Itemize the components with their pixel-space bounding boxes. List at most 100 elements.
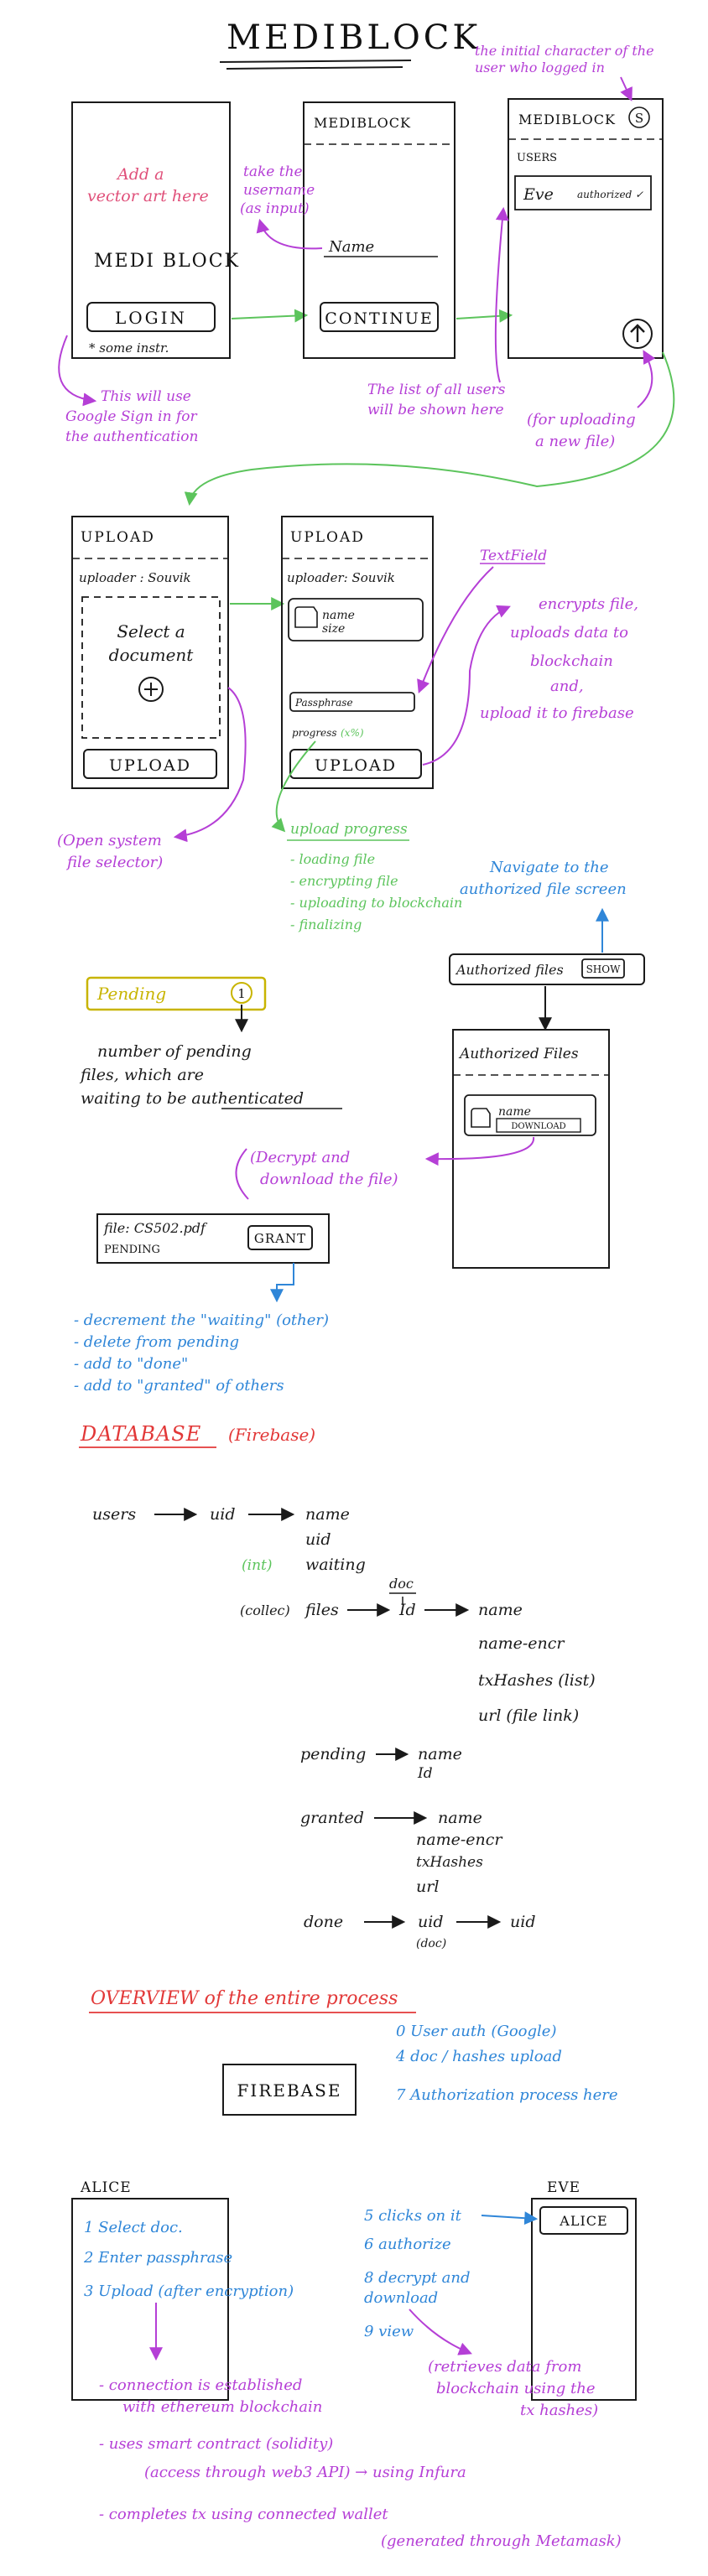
svg-text:name-encr: name-encr bbox=[478, 1634, 565, 1653]
file-selector-note: file selector) bbox=[65, 854, 163, 871]
firebase-step: 0 User auth (Google) bbox=[396, 2023, 556, 2040]
database-heading: DATABASE bbox=[80, 1422, 201, 1446]
users-screen: MEDIBLOCK S USERS Eve authorized ✓ bbox=[508, 98, 664, 359]
name-field-label: Name bbox=[328, 238, 374, 256]
progress-step: - uploading to blockchain bbox=[290, 895, 462, 911]
svg-text:UPLOAD: UPLOAD bbox=[81, 529, 155, 546]
alice-step: 3 Upload (after encryption) bbox=[84, 2283, 294, 2300]
pending-note: number of pending bbox=[97, 1042, 252, 1061]
vector-art-note: Add a bbox=[116, 165, 164, 184]
svg-text:uid: uid bbox=[418, 1913, 443, 1931]
retrieve-note: blockchain using the bbox=[436, 2380, 595, 2397]
avatar-note: the initial character of the bbox=[475, 43, 654, 59]
pending-file-card bbox=[96, 1213, 330, 1264]
database-schema: users uid name uid (int) waiting doc (co… bbox=[92, 1505, 596, 1950]
svg-text:1: 1 bbox=[237, 986, 246, 1001]
upload-button[interactable] bbox=[83, 749, 217, 779]
document-drop-zone[interactable] bbox=[81, 596, 221, 739]
login-screen: Add a vector art here MEDI BLOCK LOGIN *… bbox=[71, 101, 240, 359]
svg-text:authorized ✓: authorized ✓ bbox=[577, 189, 643, 200]
navigate-note: authorized file screen bbox=[460, 880, 627, 898]
upload-action-note: blockchain bbox=[530, 652, 613, 670]
fab-note: (for uploading bbox=[527, 411, 636, 428]
svg-text:name: name bbox=[478, 1601, 523, 1619]
google-auth-note: Google Sign in for bbox=[65, 408, 197, 425]
svg-text:url: url bbox=[416, 1877, 439, 1896]
svg-text:name-encr: name-encr bbox=[416, 1831, 503, 1849]
upload-button[interactable] bbox=[289, 749, 422, 779]
username-note: take the bbox=[243, 164, 303, 180]
svg-text:UPLOAD: UPLOAD bbox=[290, 529, 365, 546]
pending-badge[interactable] bbox=[86, 976, 267, 1011]
svg-text:uid: uid bbox=[210, 1505, 235, 1524]
upload-fab[interactable] bbox=[622, 319, 653, 349]
file-selector-note: (Open system bbox=[57, 832, 162, 849]
upload-action-note: and, bbox=[550, 678, 584, 695]
svg-text:UPLOAD: UPLOAD bbox=[315, 756, 397, 775]
firebase-box bbox=[222, 2064, 357, 2116]
svg-text:file: CS502.pdf: file: CS502.pdf bbox=[103, 1220, 208, 1236]
svg-text:MEDIBLOCK: MEDIBLOCK bbox=[518, 112, 616, 127]
svg-text:Authorized files: Authorized files bbox=[455, 962, 564, 978]
progress-steps-title: upload progress bbox=[290, 821, 408, 838]
svg-text:Id: Id bbox=[417, 1765, 433, 1782]
show-authorized-button[interactable] bbox=[581, 958, 625, 979]
upload-action-note: upload it to firebase bbox=[480, 704, 634, 722]
download-button[interactable] bbox=[496, 1118, 581, 1133]
svg-text:name: name bbox=[305, 1505, 350, 1524]
svg-text:Authorized Files: Authorized Files bbox=[458, 1046, 579, 1062]
overview-heading: OVERVIEW of the entire process bbox=[91, 1988, 398, 2009]
authorized-file-card[interactable] bbox=[464, 1094, 596, 1136]
name-screen: MEDIBLOCK Name CONTINUE bbox=[303, 101, 456, 359]
file-icon bbox=[471, 1108, 491, 1128]
svg-text:uploader : Souvik: uploader : Souvik bbox=[79, 570, 191, 585]
alice-step: 2 Enter passphrase bbox=[83, 2249, 232, 2267]
grant-button[interactable] bbox=[247, 1225, 313, 1250]
firebase-step: 7 Authorization process here bbox=[396, 2086, 618, 2104]
title-underline bbox=[219, 60, 412, 70]
bottom-note: (access through web3 API) → using Infura bbox=[144, 2464, 466, 2481]
progress-step: - encrypting file bbox=[290, 873, 398, 889]
svg-text:waiting: waiting bbox=[305, 1555, 366, 1574]
svg-text:ALICE: ALICE bbox=[559, 2213, 607, 2229]
eve-step: 9 view bbox=[364, 2323, 414, 2340]
svg-text:Select a: Select a bbox=[117, 621, 185, 641]
svg-text:MEDIBLOCK: MEDIBLOCK bbox=[314, 115, 411, 131]
svg-text:(doc): (doc) bbox=[416, 1937, 446, 1950]
svg-text:txHashes (list): txHashes (list) bbox=[478, 1671, 596, 1690]
grant-effect: - decrement the "waiting" (other) bbox=[74, 1311, 329, 1329]
avatar-note: user who logged in bbox=[475, 60, 605, 75]
login-footnote: * some instr. bbox=[89, 340, 169, 356]
firebase-step: 4 doc / hashes upload bbox=[395, 2048, 562, 2065]
passphrase-input[interactable] bbox=[289, 692, 415, 712]
vector-art-note: vector art here bbox=[87, 187, 209, 205]
svg-text:uploader: Souvik: uploader: Souvik bbox=[287, 570, 395, 585]
login-button-label: LOGIN bbox=[115, 308, 187, 328]
app-name: MEDI BLOCK bbox=[94, 251, 240, 272]
user-list-note: will be shown here bbox=[367, 402, 504, 418]
progress-step: - finalizing bbox=[290, 917, 362, 932]
svg-text:name: name bbox=[498, 1105, 531, 1119]
continue-button[interactable] bbox=[320, 302, 439, 332]
progress-label: progress bbox=[292, 727, 336, 739]
svg-text:document: document bbox=[109, 645, 195, 665]
decrypt-note: download the file) bbox=[260, 1171, 398, 1188]
database-subheading: (Firebase) bbox=[228, 1425, 315, 1445]
svg-text:name: name bbox=[418, 1745, 462, 1763]
user-list-item[interactable] bbox=[514, 175, 652, 210]
eve-step: 8 decrypt and bbox=[364, 2269, 471, 2287]
add-document-icon[interactable] bbox=[138, 677, 164, 702]
grant-effect: - add to "granted" of others bbox=[74, 1377, 284, 1394]
bottom-note: - uses smart contract (solidity) bbox=[99, 2435, 333, 2453]
authorized-files-screen: Authorized Files name DOWNLOAD bbox=[452, 1029, 610, 1269]
svg-text:CONTINUE: CONTINUE bbox=[325, 309, 433, 328]
bottom-note: with ethereum blockchain bbox=[122, 2398, 322, 2416]
eve-step: 5 clicks on it bbox=[364, 2207, 462, 2225]
username-note: username bbox=[243, 182, 315, 199]
upload-screen-empty: UPLOAD uploader : Souvik Select a docume… bbox=[71, 516, 229, 789]
login-button[interactable] bbox=[86, 302, 216, 332]
textfield-note: TextField bbox=[480, 548, 547, 564]
eve-alice-button[interactable] bbox=[539, 2206, 628, 2235]
svg-text:done: done bbox=[304, 1913, 343, 1931]
svg-text:uid: uid bbox=[510, 1913, 535, 1931]
